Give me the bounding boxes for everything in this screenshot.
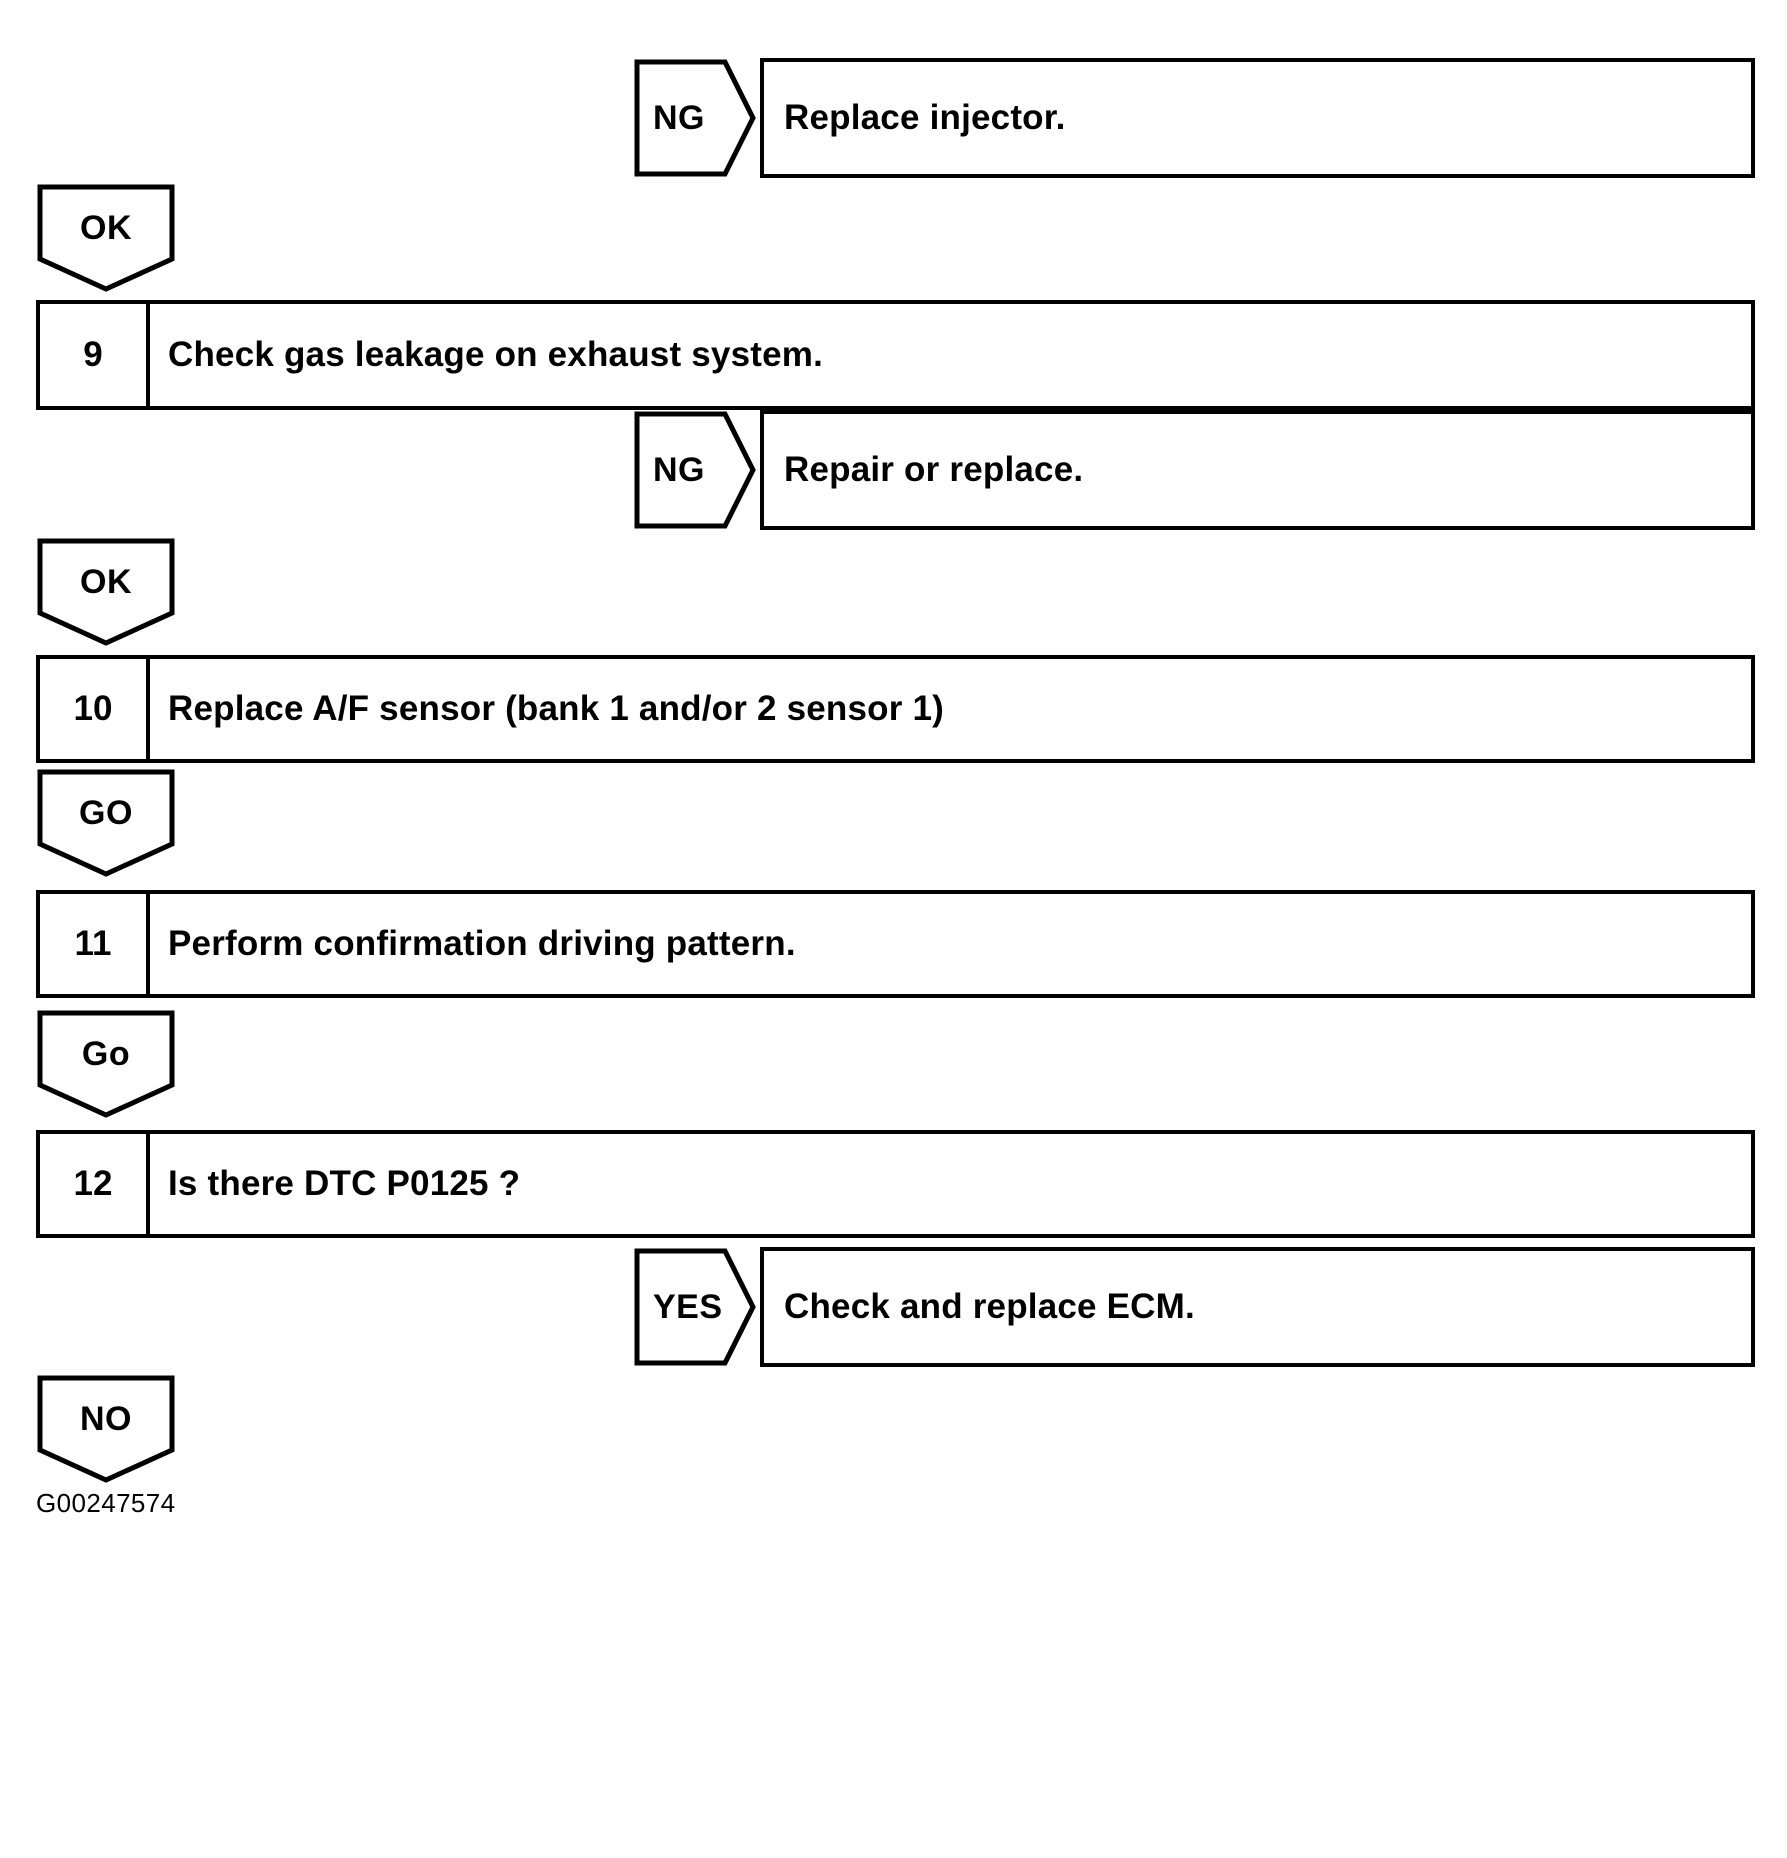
- step-text-12: Is there DTC P0125 ?: [168, 1164, 521, 1203]
- connector-arrow-ok-2: OK: [36, 537, 176, 647]
- result-text-replace-injector: Replace injector.: [784, 98, 1066, 137]
- step-text-10: Replace A/F sensor (bank 1 and/or 2 sens…: [168, 689, 945, 728]
- result-box-repair-or-replace: Repair or replace.: [760, 410, 1755, 530]
- step-text-9: Check gas leakage on exhaust system.: [168, 335, 824, 374]
- step-row-11: 11 Perform confirmation driving pattern.: [36, 890, 1755, 998]
- connector-arrow-yes-ecm: YES: [633, 1247, 757, 1367]
- connector-arrow-ng-injector: NG: [633, 58, 757, 178]
- result-text-check-replace-ecm: Check and replace ECM.: [784, 1287, 1195, 1326]
- result-box-replace-injector: Replace injector.: [760, 58, 1755, 178]
- result-box-check-replace-ecm: Check and replace ECM.: [760, 1247, 1755, 1367]
- connector-arrow-go-upper: GO: [36, 768, 176, 878]
- connector-arrow-no: NO: [36, 1374, 176, 1484]
- step-number-9: 9: [40, 304, 150, 406]
- step-number-12: 12: [40, 1134, 150, 1234]
- step-number-11: 11: [40, 894, 150, 994]
- connector-arrow-go-lower: Go: [36, 1009, 176, 1119]
- connector-arrow-ng-repair: NG: [633, 410, 757, 530]
- step-row-10: 10 Replace A/F sensor (bank 1 and/or 2 s…: [36, 655, 1755, 763]
- step-number-10: 10: [40, 659, 150, 759]
- result-text-repair-or-replace: Repair or replace.: [784, 450, 1084, 489]
- step-text-11: Perform confirmation driving pattern.: [168, 924, 796, 963]
- figure-id-label: G00247574: [36, 1488, 176, 1518]
- step-row-12: 12 Is there DTC P0125 ?: [36, 1130, 1755, 1238]
- step-row-9: 9 Check gas leakage on exhaust system.: [36, 300, 1755, 410]
- connector-arrow-ok-1: OK: [36, 183, 176, 293]
